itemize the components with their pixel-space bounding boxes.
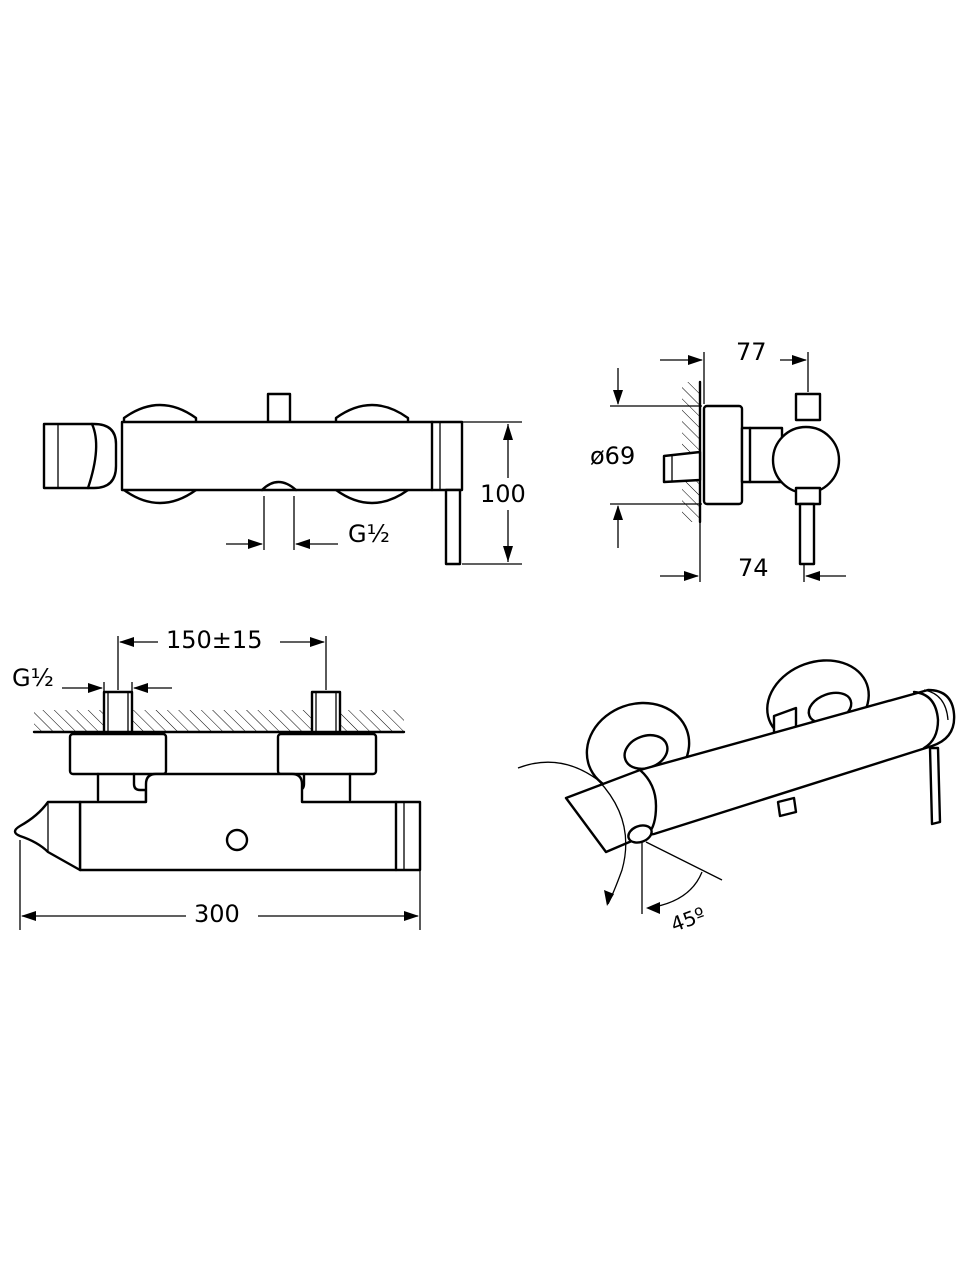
side-view: 77 ø69 74 xyxy=(590,338,846,582)
side-top-knob xyxy=(794,392,822,422)
isometric-view: 45º xyxy=(517,659,956,937)
side-depth-top-label: 77 xyxy=(736,338,767,366)
side-flange xyxy=(702,404,744,506)
iso-rotation-arc xyxy=(517,761,627,905)
iso-outlet xyxy=(627,824,653,844)
front-body xyxy=(120,420,464,492)
rear-connector-left xyxy=(96,772,148,804)
rear-width-label: 300 xyxy=(194,900,240,928)
rear-body xyxy=(78,772,422,872)
side-diameter-label: ø69 xyxy=(590,442,635,470)
side-pipe xyxy=(662,450,702,484)
front-lever xyxy=(444,488,462,566)
side-lever-base xyxy=(794,486,822,506)
rear-wall-hatch xyxy=(34,710,404,732)
side-depth-bottom-label: 74 xyxy=(738,554,769,582)
side-lever xyxy=(798,502,816,566)
rear-outlet xyxy=(225,828,249,852)
rear-nipple-left xyxy=(102,690,134,734)
front-thread-label: G½ xyxy=(348,520,390,548)
front-view: 100 G½ xyxy=(42,392,526,566)
rear-spacing-label: 150±15 xyxy=(166,626,262,654)
iso-lever xyxy=(928,746,942,826)
front-spout-head xyxy=(42,422,118,490)
front-top-knob xyxy=(266,392,292,424)
side-body xyxy=(771,425,841,495)
rear-flange-right xyxy=(276,732,378,776)
rear-view: 150±15 G½ 300 xyxy=(12,626,422,930)
iso-bottom-nut xyxy=(776,796,798,818)
front-height-label: 100 xyxy=(480,480,526,508)
rear-nipple-right xyxy=(310,690,342,734)
rear-flange-left xyxy=(68,732,168,776)
front-spout-outlet xyxy=(260,480,298,492)
rear-thread-label: G½ xyxy=(12,664,54,692)
iso-angle-label: 45º xyxy=(668,902,709,936)
